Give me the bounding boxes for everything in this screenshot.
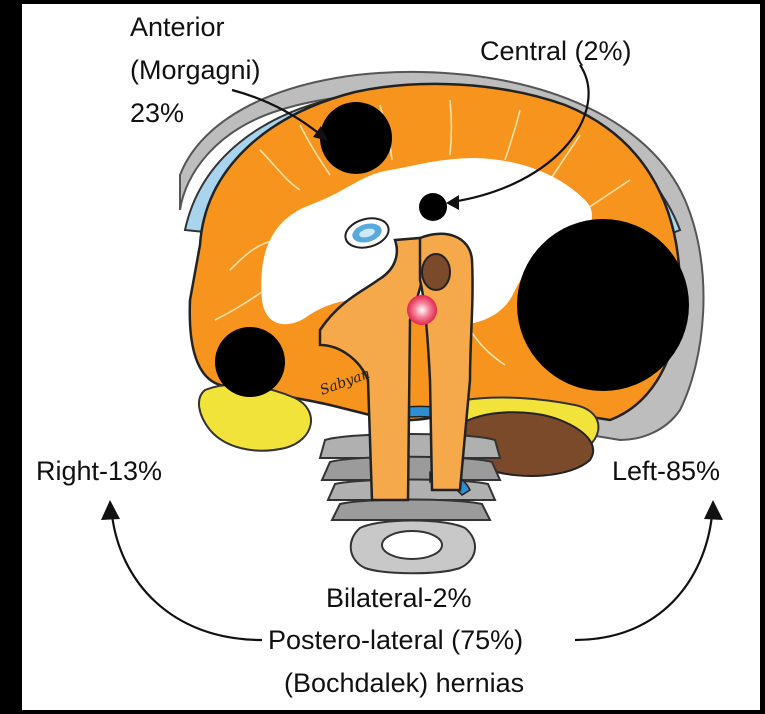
- esophageal-hiatus: [422, 254, 450, 290]
- anterior-label-line1: Anterior: [130, 12, 225, 42]
- aortic-highlight: [407, 295, 437, 325]
- central-defect: [419, 193, 447, 221]
- central-label: Central (2%): [480, 36, 632, 66]
- bilateral-label: Bilateral-2%: [326, 583, 472, 613]
- right-bochdalek-defect: [215, 327, 285, 397]
- left-bochdalek-defect: [517, 219, 689, 391]
- posterolateral-label-line1: Postero-lateral (75%): [268, 625, 523, 655]
- right-label: Right-13%: [36, 456, 162, 486]
- posterolateral-label-line2: (Bochdalek) hernias: [284, 668, 524, 698]
- morgagni-defect: [320, 102, 392, 174]
- anterior-label-line2: (Morgagni): [130, 55, 261, 85]
- left-label: Left-85%: [612, 456, 720, 486]
- anterior-label-line3: 23%: [130, 98, 184, 128]
